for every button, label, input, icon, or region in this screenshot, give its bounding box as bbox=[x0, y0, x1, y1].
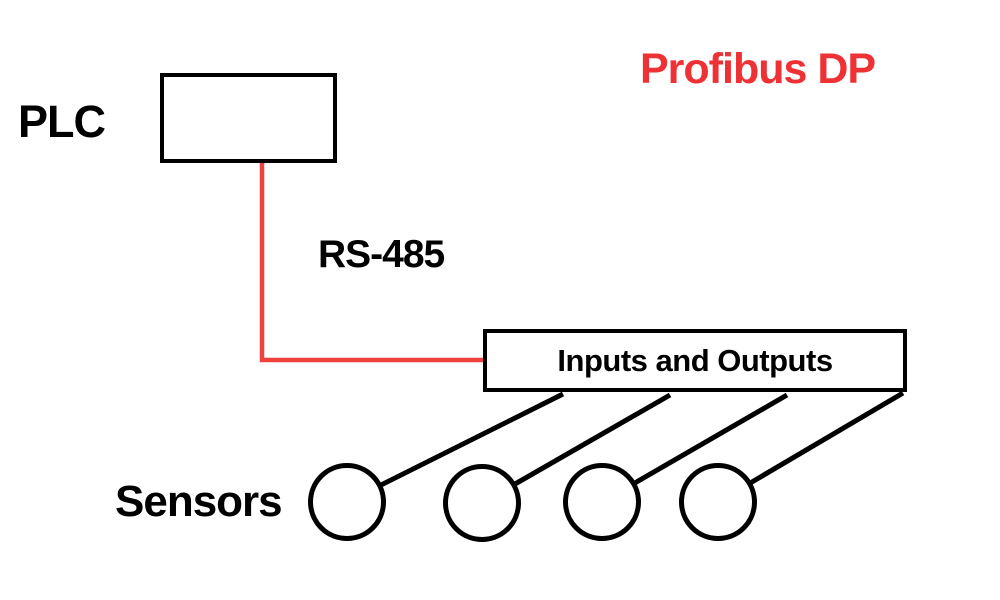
sensor-circle-2 bbox=[443, 464, 521, 542]
rs485-bus-line bbox=[259, 161, 485, 363]
sensor-wire-1 bbox=[345, 391, 565, 505]
sensor-circle-1 bbox=[308, 463, 386, 541]
io-box: Inputs and Outputs bbox=[483, 329, 907, 392]
rs485-label: RS-485 bbox=[318, 233, 445, 276]
profibus-title: Profibus DP bbox=[640, 45, 876, 93]
sensor-circle-3 bbox=[563, 463, 641, 541]
plc-label: PLC bbox=[18, 96, 106, 147]
sensors-label: Sensors bbox=[115, 477, 283, 526]
io-box-label: Inputs and Outputs bbox=[557, 342, 833, 378]
plc-box bbox=[160, 73, 337, 163]
sensor-circle-4 bbox=[679, 463, 757, 541]
